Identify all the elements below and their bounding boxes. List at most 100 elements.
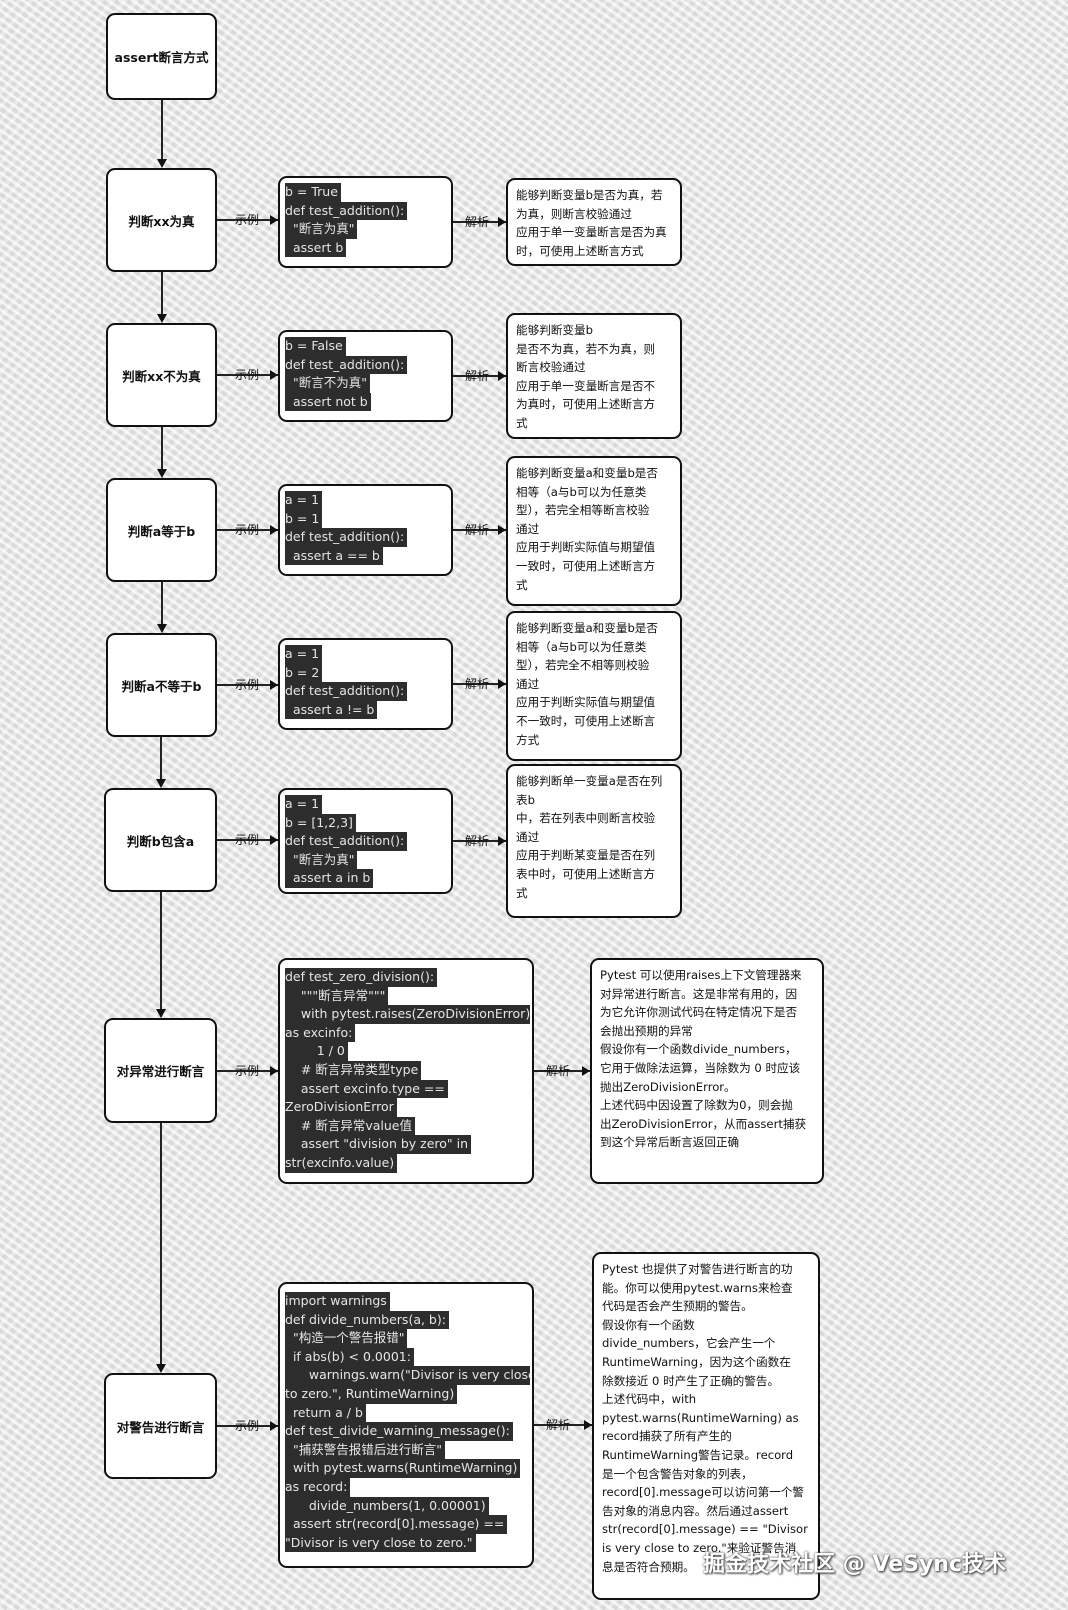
flow-connector bbox=[159, 892, 162, 1016]
code-line: a = 1 bbox=[285, 795, 323, 814]
node-4: 判断a不等于b bbox=[106, 633, 217, 737]
flow-connector bbox=[160, 582, 163, 631]
code-line: def test_addition(): bbox=[285, 201, 408, 221]
flow-connector bbox=[160, 100, 163, 166]
note-line: 它用于做除法运算，当除数为 0 时应该 bbox=[600, 1060, 801, 1075]
example-connector bbox=[217, 684, 278, 686]
note-line: 到这个异常后断言返回正确 bbox=[600, 1135, 740, 1150]
analysis-label: 解析 bbox=[465, 369, 490, 383]
note-line: 不一致时，可使用上述断言 bbox=[516, 713, 656, 728]
node-2: 判断xx不为真 bbox=[106, 323, 217, 427]
code-line: ZeroDivisionError bbox=[285, 1098, 397, 1117]
note-line: 断言校验通过 bbox=[516, 360, 586, 375]
note-line: 方式 bbox=[516, 732, 540, 747]
node-5: 判断b包含a bbox=[104, 788, 217, 892]
code-line: import warnings bbox=[285, 1292, 390, 1311]
note-line: 型），若完全相等断言校验 bbox=[516, 503, 650, 518]
note-line: 出ZeroDivisionError，从而assert捕获 bbox=[600, 1116, 807, 1131]
example-label: 示例 bbox=[235, 833, 260, 847]
example-arrow bbox=[270, 525, 278, 535]
example-arrow bbox=[270, 370, 278, 380]
analysis-connector bbox=[453, 683, 506, 685]
note-line: 上述代码中因设置了除数为0，则会抛 bbox=[600, 1098, 793, 1113]
note-line: 会抛出预期的异常 bbox=[600, 1023, 693, 1038]
note-line: is very close to zero."来验证警告消 bbox=[602, 1540, 797, 1555]
analysis-connector bbox=[453, 840, 506, 842]
code-line: # 断言异常value值 bbox=[285, 1116, 415, 1136]
note-line: 能够判断变量b是否为真，若 bbox=[516, 188, 663, 202]
code-line: str(excinfo.value) bbox=[285, 1153, 398, 1173]
code-line: divide_numbers(1, 0.00001) bbox=[285, 1496, 489, 1516]
note-line: 式 bbox=[516, 885, 528, 900]
code-line: if abs(b) < 0.0001: bbox=[285, 1347, 414, 1367]
code-line: 1 / 0 bbox=[285, 1042, 348, 1061]
note-line: 通过 bbox=[516, 829, 540, 844]
note-line: 通过 bbox=[516, 521, 540, 536]
note-box-4: 能够判断变量a和变量b是否相等（a与b可以为任意类型），若完全不相等则校验通过应… bbox=[506, 611, 682, 761]
note-line: 能够判断单一变量a是否在列 bbox=[516, 774, 663, 788]
code-line: assert not b bbox=[285, 392, 371, 412]
code-line: assert a == b bbox=[285, 546, 383, 566]
analysis-label: 解析 bbox=[465, 677, 490, 691]
node-7: 对警告进行断言 bbox=[104, 1373, 217, 1479]
example-connector bbox=[217, 1425, 278, 1427]
note-line: 对异常进行断言。这是非常有用的，因 bbox=[600, 986, 798, 1001]
note-line: 通过 bbox=[516, 676, 540, 691]
code-line: def test_addition(): bbox=[285, 832, 408, 851]
analysis-label: 解析 bbox=[465, 215, 490, 229]
code-line: "捕获警告报错后进行断言" bbox=[285, 1440, 445, 1460]
code-line: assert a in b bbox=[285, 869, 374, 888]
node-1: 判断xx为真 bbox=[106, 168, 217, 272]
note-line: 为它允许你测试代码在特定情况下是否 bbox=[600, 1005, 798, 1020]
note-line: 代码是否会产生预期的警告。 bbox=[602, 1299, 753, 1314]
example-arrow bbox=[270, 1065, 278, 1076]
analysis-arrow bbox=[498, 836, 506, 846]
flow-connector bbox=[159, 1123, 162, 1371]
note-line: 抛出ZeroDivisionError。 bbox=[600, 1079, 736, 1094]
code-line: b = 1 bbox=[285, 509, 323, 529]
example-connector bbox=[217, 1069, 278, 1072]
example-label: 示例 bbox=[235, 368, 260, 382]
note-line: 是一个包含警告对象的列表， bbox=[602, 1466, 753, 1481]
note-line: str(record[0].message) == "Divisor bbox=[602, 1522, 808, 1537]
note-line: Pytest 也提供了对警告进行断言的功 bbox=[602, 1262, 793, 1276]
note-line: 相等（a与b可以为任意类 bbox=[516, 639, 647, 654]
example-label: 示例 bbox=[235, 1063, 260, 1078]
analysis-connector bbox=[453, 375, 506, 377]
flow-connector bbox=[160, 272, 163, 321]
example-connector bbox=[217, 219, 278, 221]
flow-connector bbox=[159, 737, 162, 786]
example-label: 示例 bbox=[235, 213, 260, 227]
flow-connector bbox=[160, 427, 163, 476]
code-line: b = True bbox=[285, 183, 341, 202]
code-line: assert a != b bbox=[285, 700, 378, 720]
example-arrow bbox=[270, 1421, 278, 1431]
watermark: 掘金技术社区 @ VeSync技术 bbox=[703, 1552, 1006, 1577]
note-line: 为真，则断言校验通过 bbox=[516, 206, 632, 221]
note-line: 是否不为真，若不为真，则 bbox=[516, 341, 656, 356]
code-line: def test_divide_warning_message(): bbox=[285, 1422, 513, 1441]
note-box-3: 能够判断变量a和变量b是否相等（a与b可以为任意类型），若完全相等断言校验通过应… bbox=[506, 456, 682, 606]
example-arrow bbox=[270, 215, 278, 225]
code-line: with pytest.warns(RuntimeWarning) bbox=[285, 1459, 521, 1478]
code-block-6: def test_zero_division(): """断言异常""" wit… bbox=[278, 958, 534, 1184]
note-line: 中，若在列表中则断言校验 bbox=[516, 811, 656, 826]
code-line: def test_addition(): bbox=[285, 528, 408, 547]
code-line: warnings.warn("Divisor is very close bbox=[285, 1366, 532, 1385]
analysis-arrow bbox=[584, 1420, 592, 1430]
flow-arrow-down bbox=[155, 779, 166, 788]
analysis-label: 解析 bbox=[546, 1418, 571, 1432]
note-line: 能够判断变量b bbox=[516, 323, 593, 337]
flow-arrow-down bbox=[155, 1009, 166, 1018]
note-line: 表b bbox=[516, 792, 535, 807]
note-line: 应用于判断实际值与期望值 bbox=[516, 695, 656, 710]
note-line: 时，可使用上述断言方式 bbox=[516, 243, 644, 258]
code-line: assert excinfo.type == bbox=[285, 1079, 448, 1099]
code-line: "构造一个警告报错" bbox=[285, 1329, 408, 1348]
node-label: 判断a不等于b bbox=[121, 678, 202, 694]
